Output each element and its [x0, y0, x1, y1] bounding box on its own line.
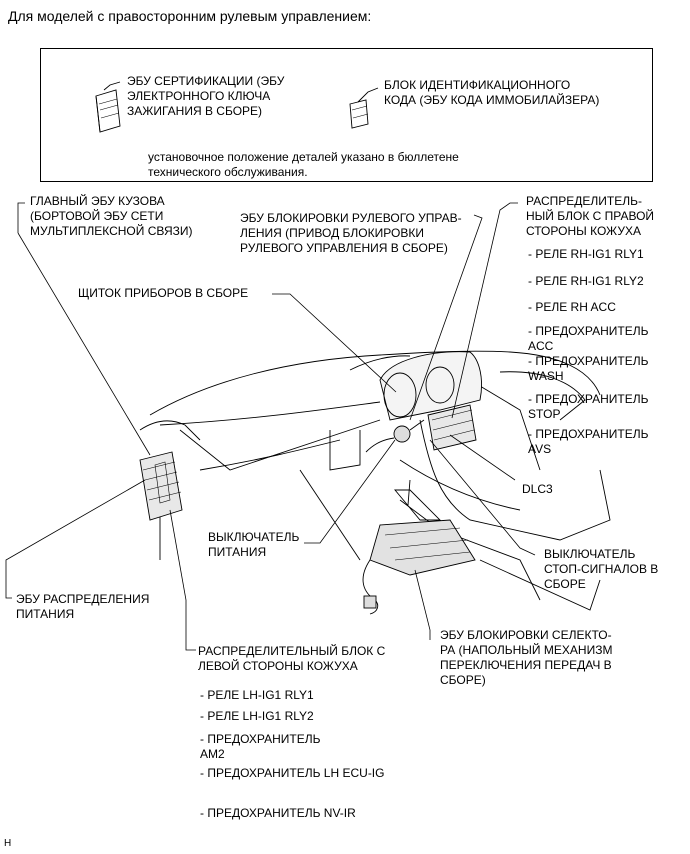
instrument-cluster-shape — [379, 351, 482, 421]
power-distribution-ecu-shape — [139, 451, 183, 521]
id-code-box-label: БЛОК ИДЕНТИФИКАЦИОННОГО КОДА (ЭБУ КОДА И… — [384, 78, 600, 107]
rh-item: - ПРЕДОХРАНИТЕЛЬ ACC — [528, 324, 649, 353]
lh-item: - ПРЕДОХРАНИТЕЛЬ AM2 — [200, 732, 321, 761]
rh-junction-block-label: РАСПРЕДЕЛИТЕЛЬ- НЫЙ БЛОК С ПРАВОЙ СТОРОН… — [526, 194, 655, 238]
rh-item: - ПРЕДОХРАНИТЕЛЬ WASH — [528, 354, 649, 383]
lh-item: - РЕЛЕ LH-IG1 RLY1 — [200, 688, 314, 702]
dashboard-outline — [139, 350, 611, 611]
legend-box — [40, 48, 653, 182]
lh-item: - ПРЕДОХРАНИТЕЛЬ LH ECU-IG — [200, 766, 385, 780]
corner-mark: H — [4, 838, 12, 849]
lh-item: - ПРЕДОХРАНИТЕЛЬ NV-IR — [200, 806, 356, 820]
dlc3-label: DLC3 — [522, 482, 553, 496]
power-switch-label: ВЫКЛЮЧАТЕЛЬ ПИТАНИЯ — [208, 530, 300, 559]
leader-lines — [5, 202, 536, 651]
shift-lever-shape — [362, 479, 476, 615]
shift-lock-ecu-label: ЭБУ БЛОКИРОВКИ СЕЛЕКТО- РА (НАПОЛЬНЫЙ МЕ… — [440, 628, 613, 687]
steering-lock-ecu-label: ЭБУ БЛОКИРОВКИ РУЛЕВОГО УПРАВ- ЛЕНИЯ (ПР… — [240, 211, 462, 255]
page-title: Для моделей с правосторонним рулевым упр… — [8, 8, 372, 24]
power-distribution-ecu-label: ЭБУ РАСПРЕДЕЛЕНИЯ ПИТАНИЯ — [16, 592, 150, 621]
certification-ecu-icon — [95, 81, 121, 133]
id-code-box-icon — [349, 87, 379, 129]
stop-light-switch-label: ВЫКЛЮЧАТЕЛЬ СТОП-СИГНАЛОВ В СБОРЕ — [544, 547, 659, 591]
rh-item: - ПРЕДОХРАНИТЕЛЬ STOP — [528, 392, 649, 421]
steering-column-shape — [365, 419, 425, 453]
main-body-ecu-label: ГЛАВНЫЙ ЭБУ КУЗОВА (БОРТОВОЙ ЭБУ СЕТИ МУ… — [30, 194, 193, 238]
rh-item: - РЕЛЕ RH-IG1 RLY1 — [528, 247, 644, 261]
instrument-panel-label: ЩИТОК ПРИБОРОВ В СБОРЕ — [78, 286, 249, 300]
rh-item: - РЕЛЕ RH-IG1 RLY2 — [528, 274, 644, 288]
rh-item: - ПРЕДОХРАНИТЕЛЬ AVS — [528, 427, 649, 456]
lh-junction-block-label: РАСПРЕДЕЛИТЕЛЬНЫЙ БЛОК С ЛЕВОЙ СТОРОНЫ К… — [198, 644, 386, 673]
rh-item: - РЕЛЕ RH ACC — [528, 300, 616, 314]
lh-item: - РЕЛЕ LH-IG1 RLY2 — [200, 709, 314, 723]
certification-ecu-label: ЭБУ СЕРТИФИКАЦИИ (ЭБУ ЭЛЕКТРОННОГО КЛЮЧА… — [127, 74, 285, 118]
legend-note: установочное положение деталей указано в… — [148, 150, 459, 179]
rh-junction-block-shape — [427, 404, 477, 451]
